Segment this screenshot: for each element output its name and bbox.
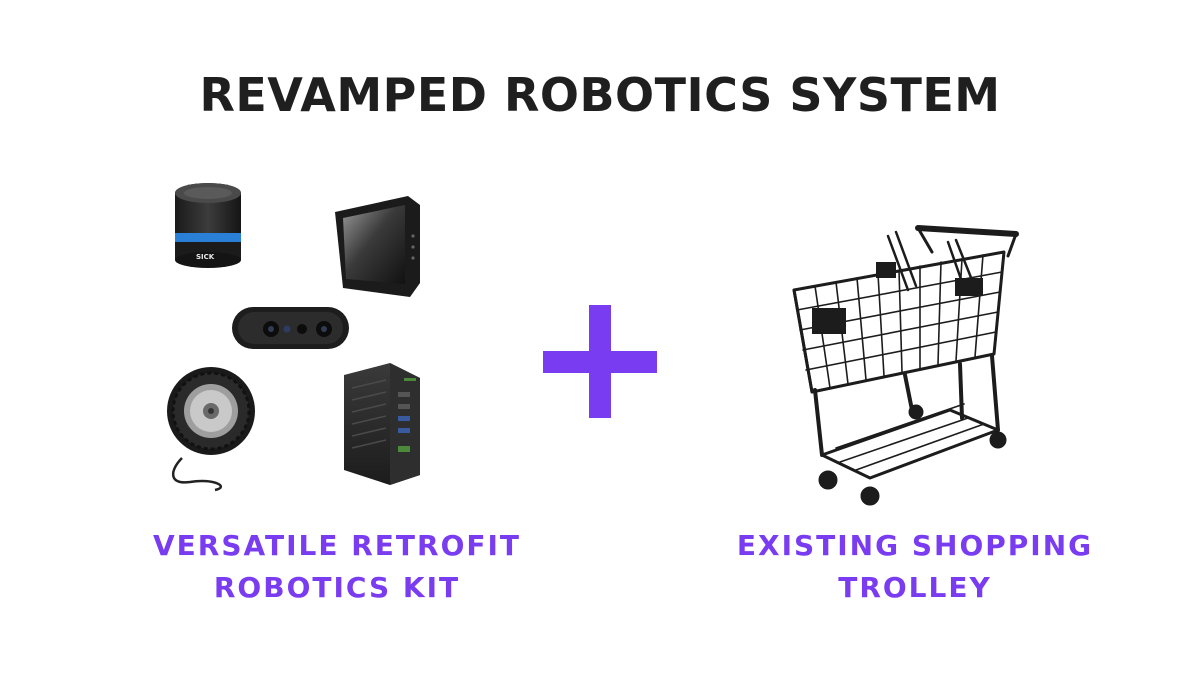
lidar-brand-label: SICK [196,253,215,261]
page-title: REVAMPED ROBOTICS SYSTEM [199,68,1001,122]
kit-caption-line2: ROBOTICS KIT [213,571,461,604]
trolley-caption-line1: EXISTING SHOPPING [736,529,1094,562]
kit-caption: VERSATILE RETROFIT ROBOTICS KIT [102,525,572,609]
trolley-caption: EXISTING SHOPPING TROLLEY [680,525,1150,609]
hub-motor-wheel-icon [167,367,255,492]
trolley-caption-line2: TROLLEY [838,571,992,604]
plus-icon [543,305,657,418]
display-panel-icon [335,196,420,297]
shopping-trolley-icon [792,225,1019,506]
lidar-sensor-icon: SICK [175,183,241,268]
kit-caption-line1: VERSATILE RETROFIT [152,529,522,562]
depth-camera-icon [232,307,349,349]
industrial-pc-icon [344,363,420,485]
